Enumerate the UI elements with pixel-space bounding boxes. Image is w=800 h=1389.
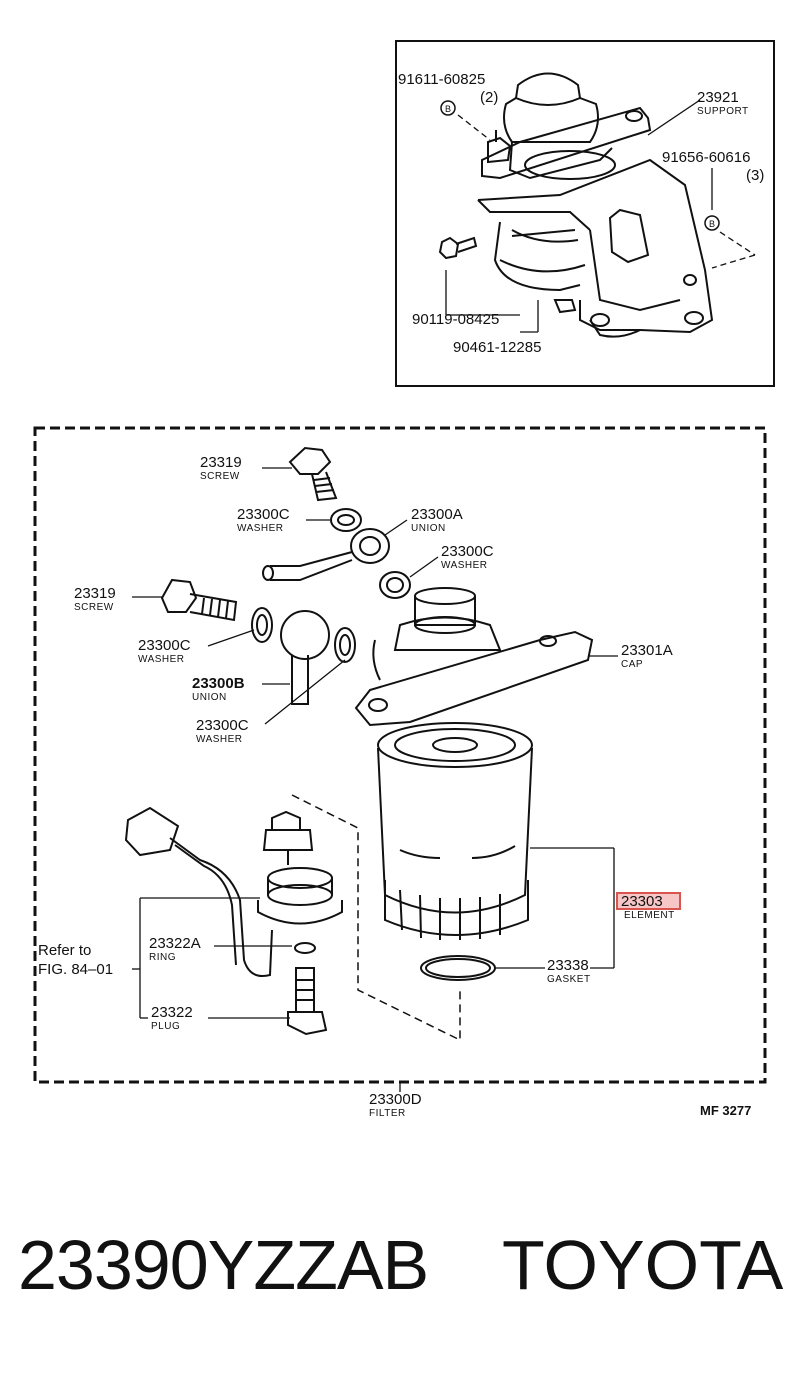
main-leaders: [132, 467, 618, 1092]
part-code: 23390YZZAB: [18, 1226, 429, 1304]
label-screw-left: 23319: [74, 585, 116, 602]
refer-line-2: FIG. 84–01: [38, 961, 113, 978]
label-union-b: 23300B: [192, 675, 245, 692]
inset-label-screw: 90119-08425: [412, 311, 499, 328]
inset-label-nut: 91656-60616: [662, 149, 750, 166]
label-gasket: 23338: [547, 957, 589, 974]
inset-label-clamp: 90461-12285: [453, 339, 541, 356]
label-washer-3-name: WASHER: [138, 654, 185, 665]
main-frame: [33, 426, 767, 1084]
label-screw-left-name: SCREW: [74, 602, 114, 613]
label-plug-name: PLUG: [151, 1021, 180, 1032]
label-element-name: ELEMENT: [624, 910, 675, 921]
label-washer-3: 23300C: [138, 637, 191, 654]
marker-b-left-label: B: [445, 104, 451, 114]
footer: 23390YZZAB TOYOTA: [0, 1225, 800, 1335]
marker-b-right: [704, 215, 720, 231]
inset-leaders: [445, 99, 756, 333]
label-filter: 23300D: [369, 1091, 422, 1108]
label-ring-name: RING: [149, 952, 176, 963]
inset-label-bolt-qty: (2): [480, 89, 498, 106]
brand-name: TOYOTA: [502, 1226, 784, 1304]
label-ring: 23322A: [149, 935, 201, 952]
label-washer-1: 23300C: [237, 506, 290, 523]
highlight-box-element: [616, 892, 681, 910]
label-washer-4: 23300C: [196, 717, 249, 734]
label-washer-2-name: WASHER: [441, 560, 488, 571]
label-union-a-name: UNION: [411, 523, 446, 534]
filter-assembly-drawing: [124, 446, 594, 1042]
inset-label-support: 23921: [697, 89, 739, 106]
inset-panel: [395, 40, 775, 387]
label-washer-2: 23300C: [441, 543, 494, 560]
marker-b-right-label: B: [709, 219, 715, 229]
label-screw-top: 23319: [200, 454, 242, 471]
label-filter-name: FILTER: [369, 1108, 406, 1119]
refer-line-1: Refer to: [38, 942, 91, 959]
label-union-b-name: UNION: [192, 692, 227, 703]
inset-label-support-name: SUPPORT: [697, 106, 749, 117]
inset-label-nut-qty: (3): [746, 167, 764, 184]
label-element: 23303: [621, 893, 663, 910]
label-washer-4-name: WASHER: [196, 734, 243, 745]
label-cap-name: CAP: [621, 659, 643, 670]
label-screw-top-name: SCREW: [200, 471, 240, 482]
label-union-a: 23300A: [411, 506, 463, 523]
marker-b-left: [440, 100, 456, 116]
label-washer-1-name: WASHER: [237, 523, 284, 534]
label-gasket-name: GASKET: [547, 974, 591, 985]
label-cap: 23301A: [621, 642, 673, 659]
inset-label-bolt: 91611-60825: [398, 71, 485, 88]
label-plug: 23322: [151, 1004, 193, 1021]
figure-code: MF 3277: [700, 1103, 751, 1118]
support-bracket-drawing: [438, 72, 714, 338]
